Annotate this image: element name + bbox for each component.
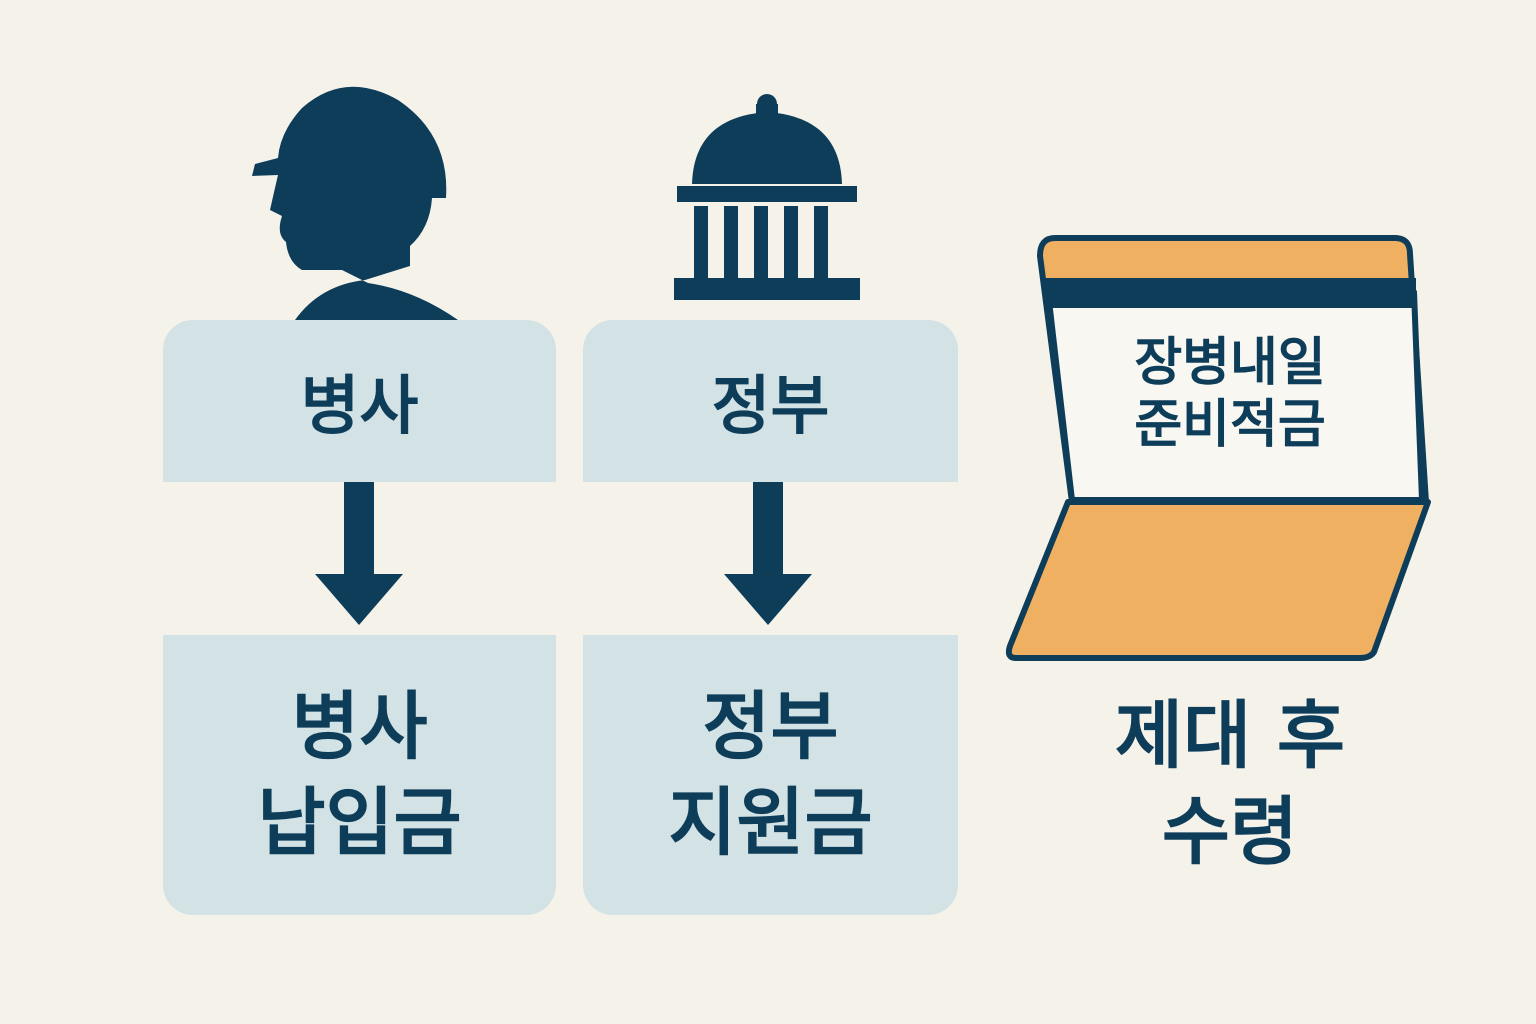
receive-after-discharge: 제대 후 수령: [1040, 688, 1420, 880]
government-label: 정부: [711, 370, 830, 444]
government-support-line1: 정부: [702, 683, 839, 770]
savings-product-line2: 준비적금: [1134, 395, 1326, 456]
savings-product-name: 장병내일 준비적금: [1080, 332, 1380, 457]
soldier-payment-line1: 병사: [291, 683, 428, 770]
receive-line1: 제대 후: [1114, 693, 1345, 779]
government-support-line2: 지원금: [668, 780, 873, 866]
soldier-label-box: 병사: [163, 320, 556, 482]
receive-line2: 수령: [1161, 789, 1299, 876]
down-arrow-middle: [724, 482, 812, 631]
government-support-box: 정부 지원금: [583, 635, 958, 915]
savings-folder-icon: [1000, 232, 1440, 664]
soldier-silhouette-icon: [250, 80, 460, 320]
government-building-icon: [672, 92, 862, 302]
down-arrow-left: [315, 482, 403, 631]
soldier-payment-line2: 납입금: [257, 780, 462, 866]
soldier-payment-box: 병사 납입금: [163, 635, 556, 915]
savings-product-line1: 장병내일: [1134, 333, 1326, 393]
government-label-box: 정부: [583, 320, 958, 482]
soldier-label: 병사: [300, 370, 419, 444]
